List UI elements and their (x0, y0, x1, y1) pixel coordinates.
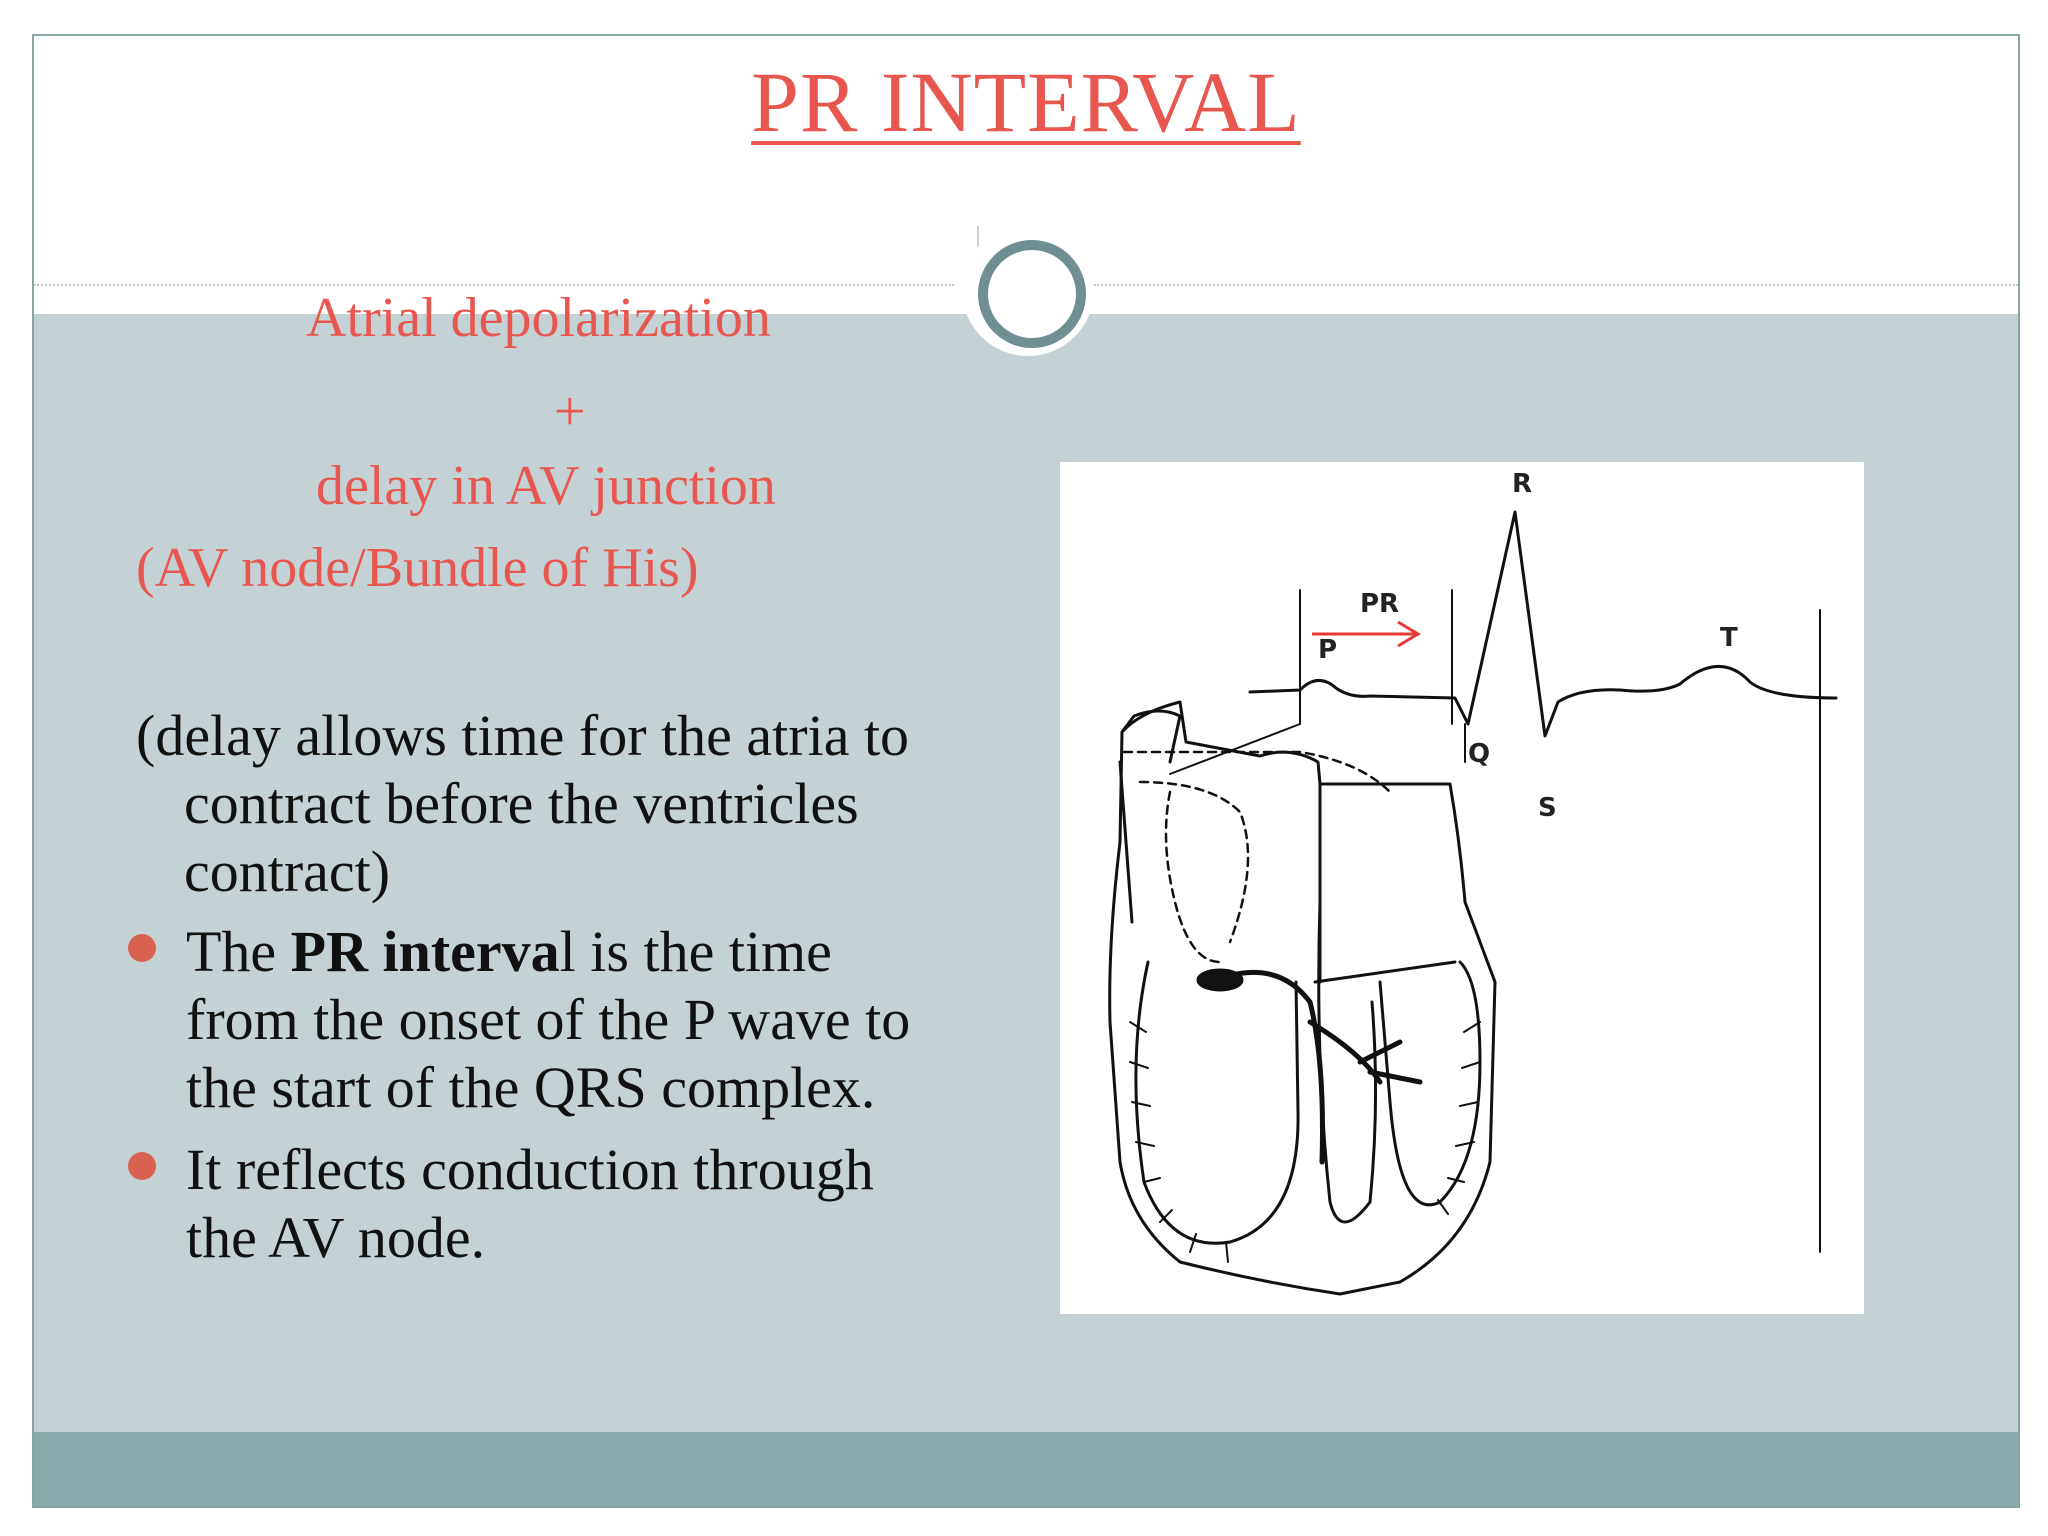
note-line-3: contract) (184, 839, 391, 904)
heart-septum (1313, 782, 1457, 1224)
timing-lines (1169, 589, 1821, 1253)
bullet-av-node: It reflects conduction through the AV no… (186, 1136, 1026, 1272)
bullet-1-bold: PR interva (290, 919, 560, 984)
aorta (1118, 709, 1182, 924)
heart-outline (1108, 700, 1497, 1296)
divider-right (1094, 284, 2018, 286)
bullet-pr-interval: The PR interval is the time from the ons… (186, 918, 1026, 1122)
note-line-2: contract before the ventricles (184, 771, 859, 836)
pr-arrow-icon (1312, 620, 1421, 648)
bundle-of-his (1225, 969, 1423, 1165)
left-ventricle (1134, 960, 1300, 1245)
slide-title: PR INTERVAL (751, 54, 1301, 150)
divider-left (34, 284, 954, 286)
ecg-trace (1248, 510, 1838, 738)
label-p: P (1318, 635, 1337, 665)
bullet-2-line-1: It reflects conduction through (186, 1137, 874, 1202)
footer-band (34, 1432, 2018, 1506)
label-q: Q (1468, 739, 1490, 769)
right-ventricle (1378, 960, 1482, 1207)
purkinje-fibers (1129, 1021, 1481, 1263)
av-node-icon (1196, 968, 1244, 992)
definition-plus: + (554, 381, 586, 443)
label-t: T (1720, 623, 1738, 653)
definition-line-3: (AV node/Bundle of His) (136, 537, 699, 599)
bullet-1-rest: l is the time (559, 919, 832, 984)
heart-ecg-illustration: R PR P T Q S (1108, 469, 1838, 1296)
label-s: S (1538, 793, 1557, 823)
bullet-1-line-3: the start of the QRS complex. (186, 1055, 876, 1120)
delay-note: (delay allows time for the atria to cont… (136, 702, 1036, 906)
note-line-1: (delay allows time for the atria to (136, 703, 910, 768)
bullet-1-line-2: from the onset of the P wave to (186, 987, 911, 1052)
bullet-dot-icon (128, 1152, 156, 1180)
definition-line-2: delay in AV junction (316, 455, 776, 517)
atrial-conduction-path (1122, 750, 1392, 964)
circle-ornament-icon (978, 240, 1086, 348)
bullet-2-line-2: the AV node. (186, 1205, 486, 1270)
bullet-1-line-1: The PR interval is the time (186, 918, 1026, 986)
label-r: R (1512, 469, 1532, 499)
slide: PR INTERVAL Atrial depolarization + dela… (32, 34, 2020, 1508)
definition-line-1: Atrial depolarization (306, 287, 771, 349)
heart-ecg-diagram: R PR P T Q S (1060, 462, 1864, 1314)
label-pr: PR (1360, 589, 1399, 619)
bullet-1-prefix: The (186, 919, 291, 984)
bullet-dot-icon (128, 934, 156, 962)
